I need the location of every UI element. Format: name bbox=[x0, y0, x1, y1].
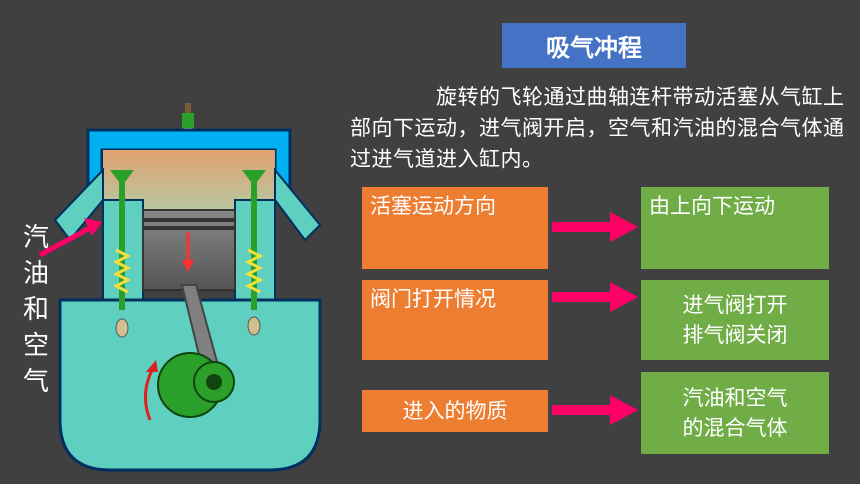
title-text: 吸气冲程 bbox=[546, 34, 642, 62]
side-label: 汽 油 和 空 气 bbox=[18, 220, 54, 400]
intake-arrow-icon bbox=[84, 218, 102, 236]
side-label-char: 空 bbox=[22, 331, 49, 361]
value-text: 汽油和空气 的混合气体 bbox=[682, 386, 788, 440]
arrow-icon bbox=[552, 395, 638, 425]
value-text: 进气阀打开 排气阀关闭 bbox=[682, 293, 788, 347]
label-box-3: 进入的物质 bbox=[362, 390, 548, 432]
label-text: 阀门打开情况 bbox=[370, 287, 496, 311]
down-arrow-icon bbox=[182, 260, 194, 272]
engine-diagram bbox=[38, 103, 322, 472]
value-box-2: 进气阀打开 排气阀关闭 bbox=[641, 280, 829, 360]
side-label-char: 气 bbox=[22, 367, 49, 397]
side-label-char: 油 bbox=[22, 259, 49, 289]
label-box-2: 阀门打开情况 bbox=[362, 280, 548, 360]
rotation-arrow-icon bbox=[144, 369, 154, 421]
description-text: 旋转的飞轮通过曲轴连杆带动活塞从气缸上部向下运动，进气阀开启，空气和汽油的混合气… bbox=[350, 85, 845, 171]
side-label-char: 汽 bbox=[22, 223, 49, 253]
side-label-char: 和 bbox=[22, 295, 49, 325]
value-box-1: 由上向下运动 bbox=[641, 187, 829, 269]
title-box: 吸气冲程 bbox=[502, 23, 686, 68]
value-box-3: 汽油和空气 的混合气体 bbox=[641, 372, 829, 454]
exhaust-port bbox=[274, 167, 322, 242]
intake-valve bbox=[110, 170, 134, 338]
value-text: 由上向下运动 bbox=[649, 194, 775, 218]
label-text: 进入的物质 bbox=[402, 399, 508, 423]
arrow-icon bbox=[552, 212, 638, 242]
label-text: 活塞运动方向 bbox=[370, 194, 496, 218]
label-box-1: 活塞运动方向 bbox=[362, 187, 548, 269]
arrow-icon bbox=[552, 282, 638, 312]
exhaust-valve bbox=[242, 170, 266, 336]
